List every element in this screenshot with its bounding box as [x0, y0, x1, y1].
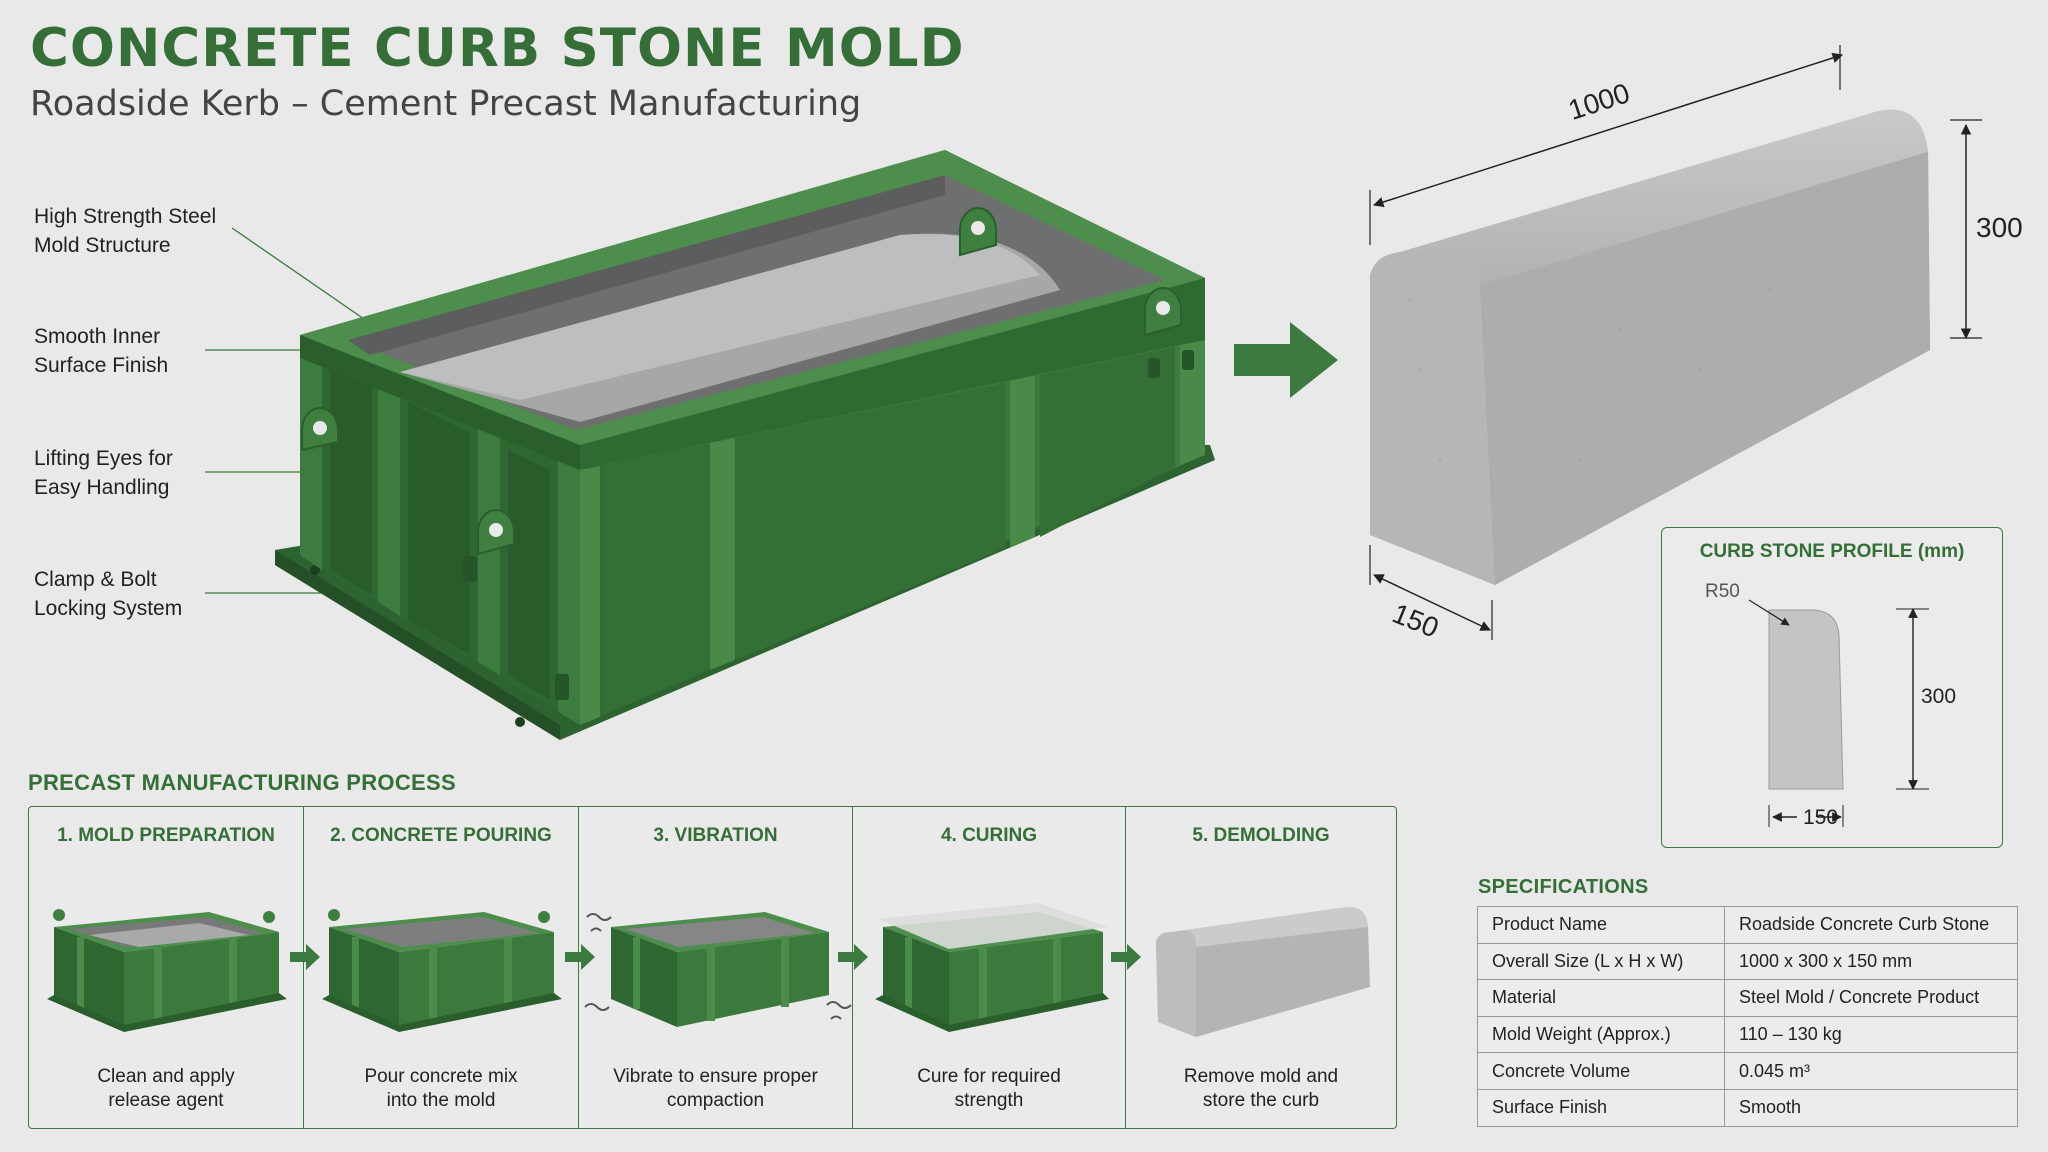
callout-steel-structure: High Strength Steel Mold Structure — [34, 202, 264, 260]
spec-value: 1000 x 300 x 150 mm — [1724, 942, 2018, 981]
spec-key: Surface Finish — [1477, 1088, 1725, 1127]
step-title: 2. CONCRETE POURING — [330, 825, 552, 846]
step-desc-line: Remove mold and — [1183, 1066, 1339, 1087]
curb-stone-finished-icon — [1156, 906, 1370, 1037]
callout-line: Easy Handling — [34, 476, 170, 499]
callout-line: Locking System — [34, 597, 183, 620]
dimension-height-label: 300 — [1976, 212, 2023, 243]
step-title: 4. CURING — [940, 825, 1038, 846]
transform-arrow-icon — [1234, 322, 1338, 398]
mold-illustration — [205, 150, 1215, 740]
callout-line: Smooth Inner — [34, 325, 161, 348]
callout-inner-surface: Smooth Inner Surface Finish — [34, 322, 264, 380]
spec-key: Material — [1477, 979, 1725, 1017]
mold-vibration-icon — [584, 912, 852, 1027]
process-step: 4. CURING Cure for required strength — [853, 807, 1126, 1128]
profile-width-label: 150 — [1803, 806, 1839, 829]
step-desc-line: into the mold — [386, 1090, 496, 1111]
step-arrow-icon — [838, 944, 868, 970]
callout-line: Lifting Eyes for — [34, 447, 173, 470]
curb-stone-illustration — [1369, 45, 1982, 640]
spec-value: 110 – 130 kg — [1724, 1015, 2018, 1054]
step-desc-line: Pour concrete mix — [364, 1066, 518, 1087]
callout-lifting-eyes: Lifting Eyes for Easy Handling — [34, 444, 264, 502]
step-title: 3. VIBRATION — [653, 825, 778, 846]
mold-pouring-icon — [322, 909, 562, 1032]
step-description: Vibrate to ensure proper compaction — [585, 1065, 846, 1113]
page-subtitle: Roadside Kerb – Cement Precast Manufactu… — [30, 84, 862, 124]
process-heading: PRECAST MANUFACTURING PROCESS — [28, 770, 456, 795]
spec-key: Product Name — [1477, 906, 1725, 944]
step-desc-line: release agent — [108, 1090, 224, 1111]
process-step: 1. MOLD PREPARATION Clean and apply rele… — [29, 807, 304, 1128]
profile-drawing — [1748, 599, 1929, 827]
spec-key: Overall Size (L x H x W) — [1477, 942, 1725, 981]
callout-line: Mold Structure — [34, 234, 171, 257]
callout-line: High Strength Steel — [34, 205, 217, 228]
profile-radius-label: R50 — [1705, 581, 1740, 602]
specifications-heading: SPECIFICATIONS — [1478, 876, 1649, 898]
step-desc-line: store the curb — [1202, 1090, 1320, 1111]
table-row: Overall Size (L x H x W)1000 x 300 x 150… — [1477, 942, 2018, 981]
step-title: 5. DEMOLDING — [1192, 825, 1330, 846]
step-description: Clean and apply release agent — [35, 1065, 297, 1113]
profile-title: CURB STONE PROFILE (mm) — [1699, 541, 1965, 562]
process-step: 2. CONCRETE POURING Pour concrete mix in… — [304, 807, 579, 1128]
step-description: Remove mold and store the curb — [1132, 1065, 1390, 1113]
page-title: CONCRETE CURB STONE MOLD — [30, 18, 965, 79]
spec-value: Steel Mold / Concrete Product — [1724, 979, 2018, 1017]
table-row: Mold Weight (Approx.)110 – 130 kg — [1477, 1015, 2018, 1054]
step-desc-line: compaction — [666, 1090, 765, 1111]
process-panel: 1. MOLD PREPARATION Clean and apply rele… — [28, 806, 1397, 1129]
step-description: Pour concrete mix into the mold — [310, 1065, 572, 1113]
spec-value: 0.045 m³ — [1724, 1052, 2018, 1090]
mold-curing-icon — [875, 903, 1109, 1032]
spec-value: Roadside Concrete Curb Stone — [1724, 906, 2018, 944]
dimension-width-line — [1373, 574, 1491, 631]
step-arrow-icon — [1111, 944, 1141, 970]
spec-value: Smooth — [1724, 1088, 2018, 1127]
step-arrow-icon — [290, 944, 320, 970]
spec-key: Concrete Volume — [1477, 1052, 1725, 1090]
step-title: 1. MOLD PREPARATION — [57, 825, 275, 846]
spec-key: Mold Weight (Approx.) — [1477, 1015, 1725, 1054]
mold-empty-icon — [47, 909, 287, 1032]
dimension-length-line — [1373, 52, 1843, 208]
step-desc-line: Cure for required — [917, 1066, 1061, 1087]
step-desc-line: Vibrate to ensure proper — [613, 1066, 818, 1087]
step-desc-line: Clean and apply — [97, 1066, 235, 1087]
process-step: 5. DEMOLDING Remove mold and store the c… — [1126, 807, 1396, 1128]
callout-clamp-bolt: Clamp & Bolt Locking System — [34, 565, 264, 623]
process-step: 3. VIBRATION Vibrate to ensure proper co… — [579, 807, 853, 1128]
profile-height-label: 300 — [1921, 685, 1957, 708]
step-arrow-icon — [565, 944, 595, 970]
callout-line: Surface Finish — [34, 354, 169, 377]
step-desc-line: strength — [954, 1090, 1024, 1111]
callout-line: Clamp & Bolt — [34, 568, 157, 591]
step-description: Cure for required strength — [859, 1065, 1119, 1113]
